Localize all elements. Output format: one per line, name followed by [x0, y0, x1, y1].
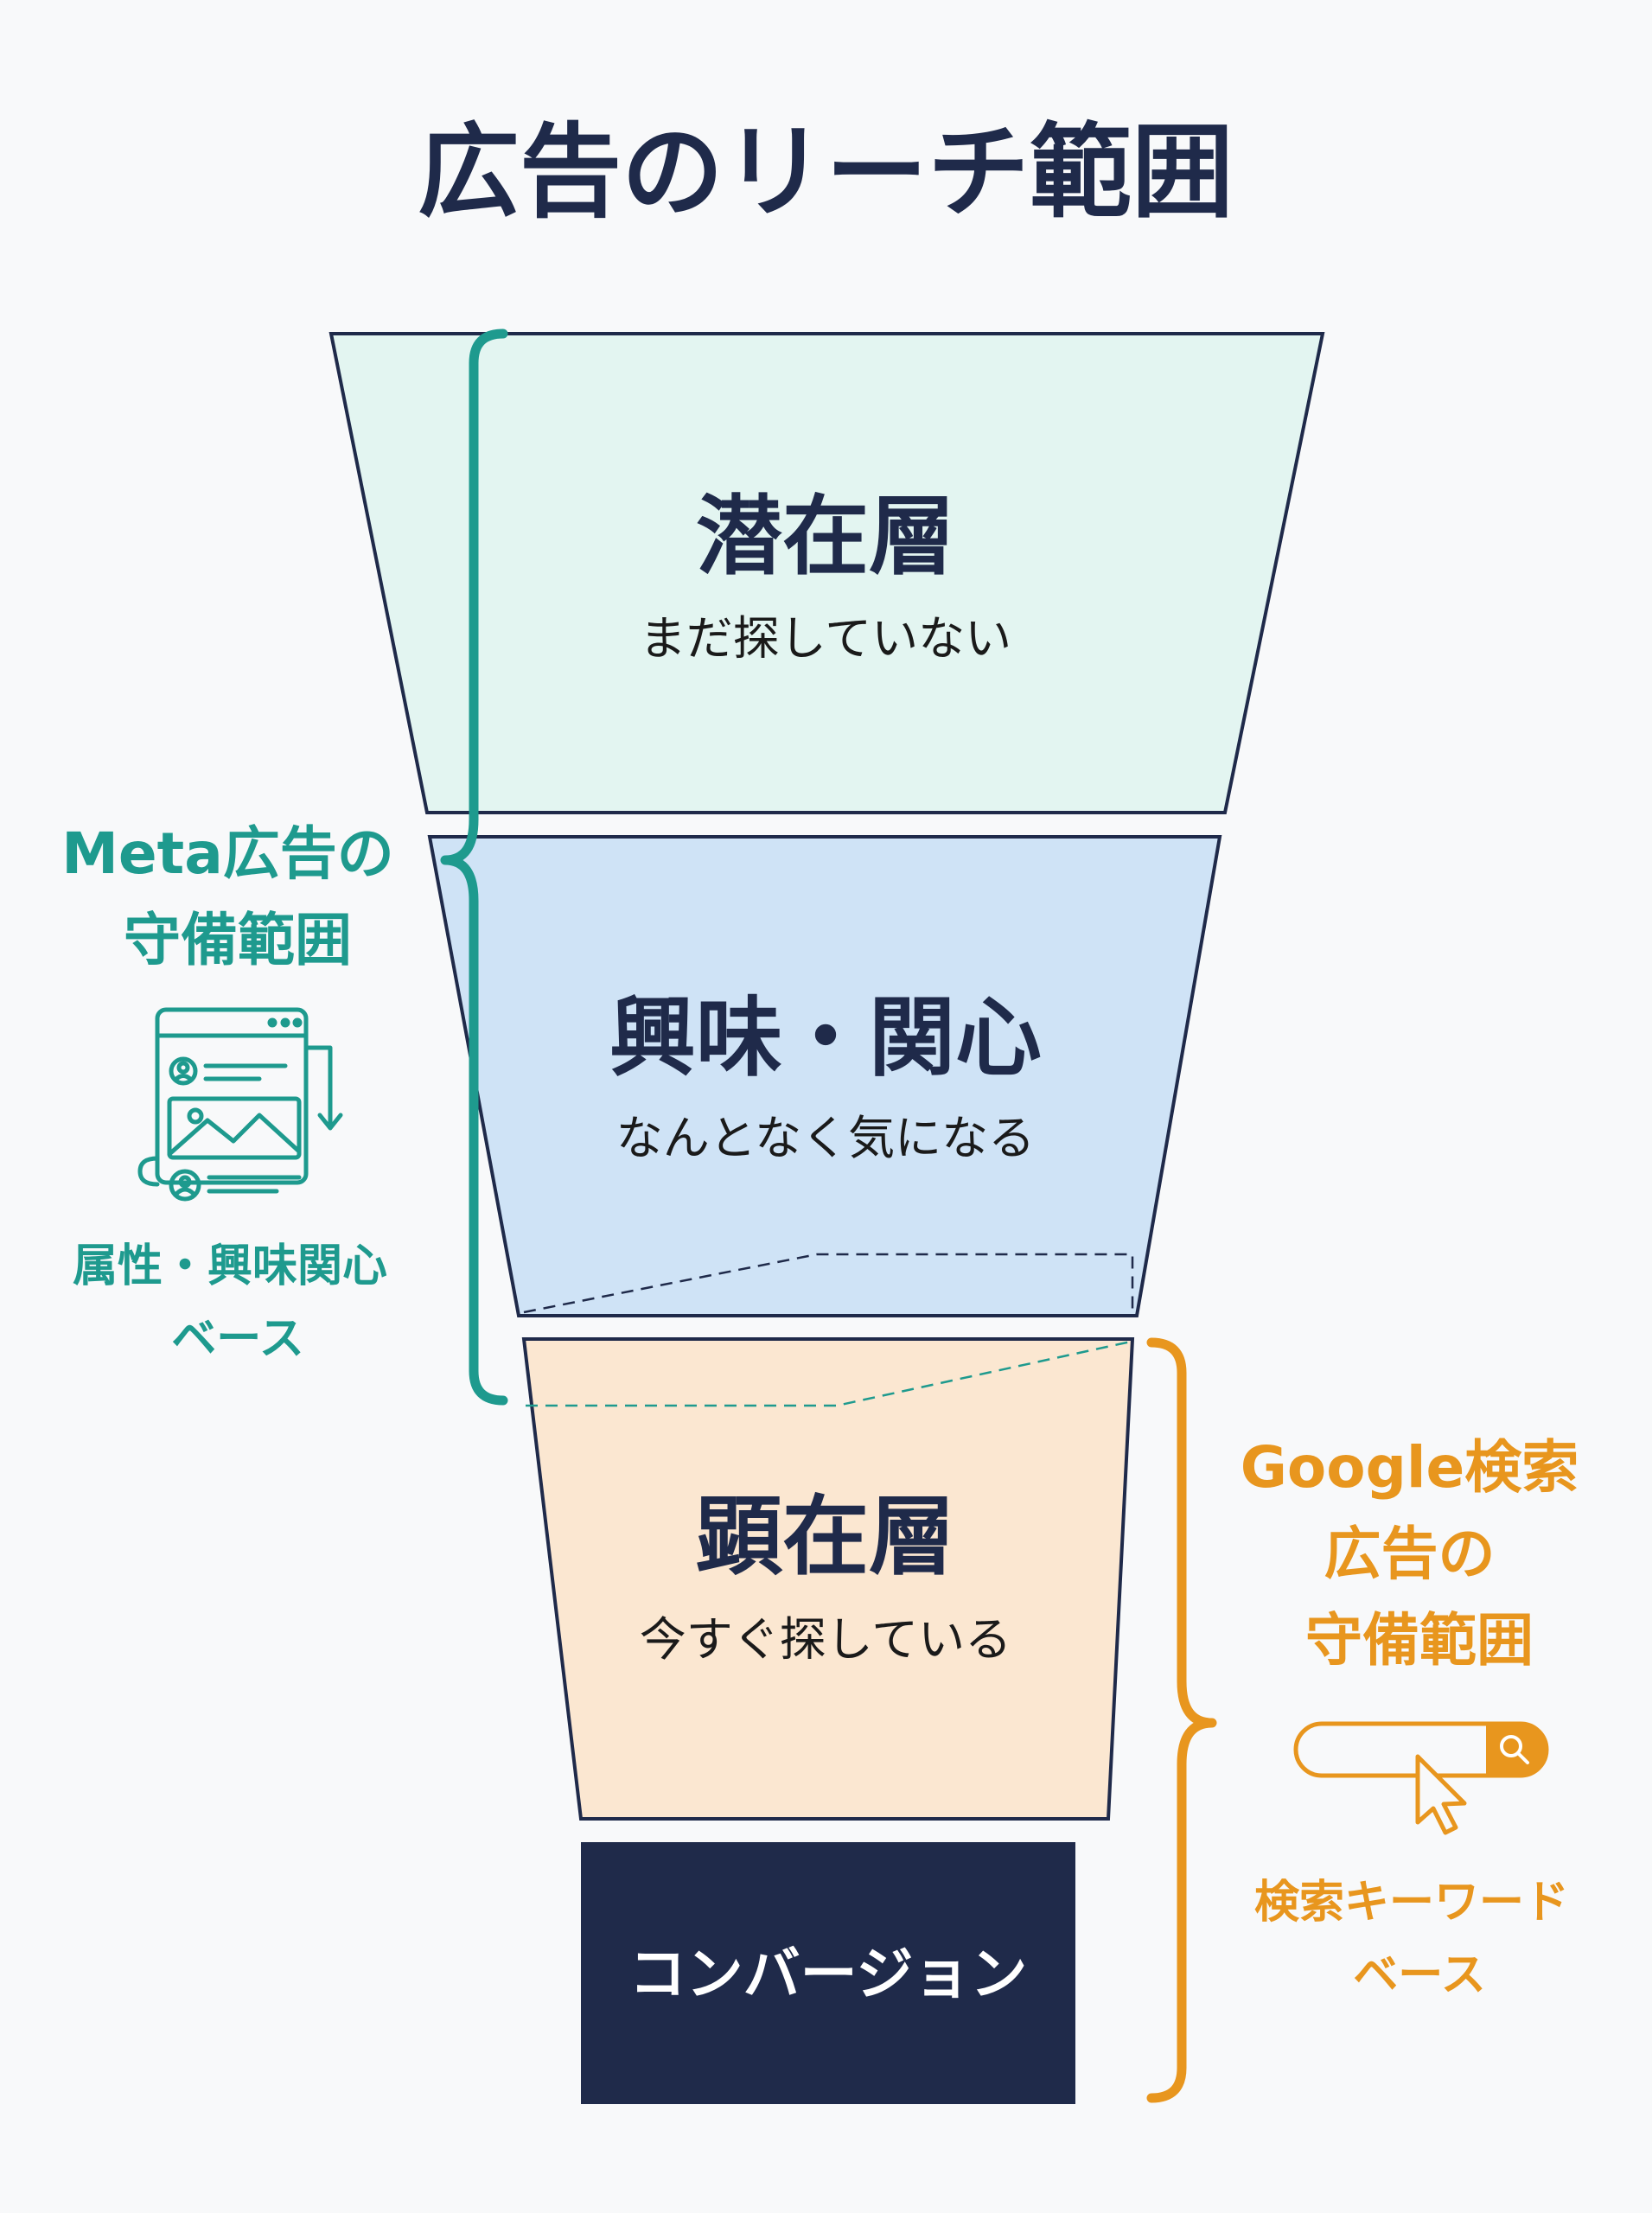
meta-note-line-2: ベース	[171, 1313, 303, 1365]
overlap-dashed-lower	[526, 1340, 1132, 1407]
google-note-line-1: 検索キーワード	[1254, 1877, 1569, 1929]
ad-browser-icon	[137, 1007, 343, 1202]
funnel-apparent-layer	[521, 1337, 1135, 1821]
interest-layer-subtitle: なんとなく気になる	[616, 1111, 1035, 1165]
meta-note-line-1: 属性・興味関心	[73, 1240, 387, 1292]
interest-layer-title: 興味・関心	[609, 987, 1042, 1088]
google-title-line-1: Google検索	[1241, 1434, 1579, 1501]
conversion-label: コンバージョン	[629, 1941, 1028, 2007]
google-title-line-3: 守備範囲	[1305, 1607, 1534, 1674]
google-coverage-brace	[1146, 1337, 1217, 2103]
google-coverage-title: Google検索 広告の 守備範囲	[1241, 1434, 1598, 1674]
apparent-layer-subtitle: 今すぐ探している	[640, 1612, 1011, 1667]
conversion-box	[581, 1842, 1075, 2104]
search-bar-cursor-icon	[1293, 1721, 1549, 1835]
diagram-title: 広告のリーチ範囲	[418, 112, 1234, 232]
google-note-line-2: ベース	[1353, 1949, 1485, 2001]
google-title-line-2: 広告の	[1324, 1521, 1496, 1587]
funnel-interest-layer	[427, 835, 1222, 1317]
meta-coverage-brace	[440, 328, 508, 1406]
apparent-layer-title: 顕在層	[696, 1486, 955, 1587]
overlap-dashed-upper	[523, 1253, 1134, 1314]
google-coverage-note: 検索キーワード ベース	[1254, 1877, 1585, 2001]
latent-layer-title: 潜在層	[696, 486, 955, 587]
meta-title-line-2: 守備範囲	[124, 907, 352, 973]
meta-title-line-1: Meta広告の	[61, 820, 394, 887]
meta-coverage-title: Meta広告の 守備範囲	[61, 820, 414, 973]
meta-coverage-note: 属性・興味関心 ベース	[73, 1240, 403, 1365]
funnel-latent-layer	[328, 332, 1325, 814]
latent-layer-subtitle: まだ探していない	[640, 611, 1011, 666]
